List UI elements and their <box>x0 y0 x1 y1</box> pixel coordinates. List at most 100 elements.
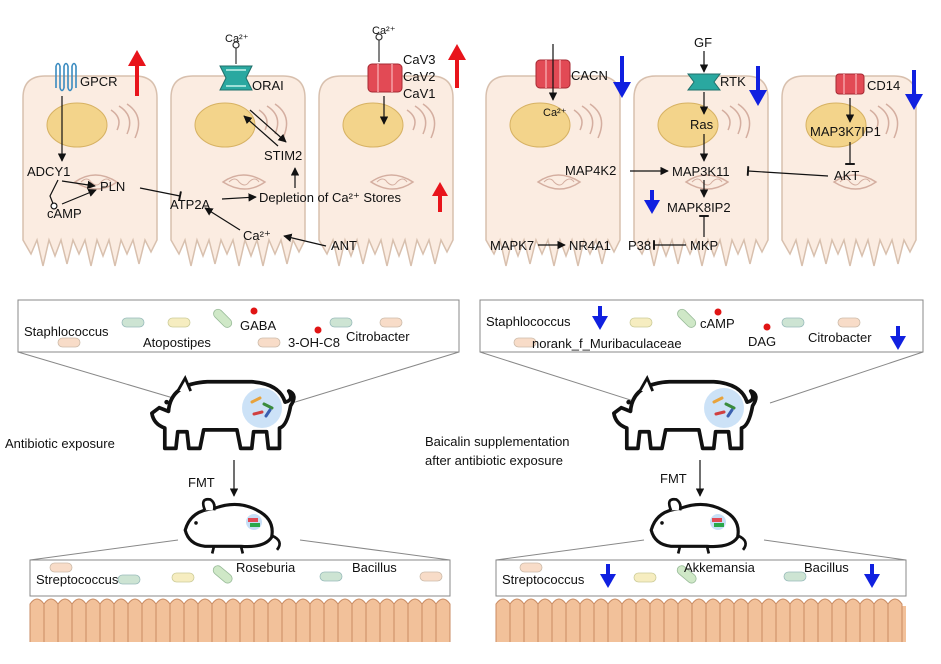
cav3-label: CaV3 <box>403 52 436 67</box>
villus <box>29 598 45 642</box>
gf-label: GF <box>694 35 712 50</box>
villus <box>859 598 875 642</box>
left-microbe-3: GABA <box>240 318 276 333</box>
gpcr-receptor-icon <box>55 62 77 92</box>
villus <box>733 598 749 642</box>
down-arrow-icon <box>890 336 906 350</box>
villus <box>113 598 129 642</box>
villus <box>803 598 819 642</box>
left-treatment: Antibiotic exposure <box>5 436 115 451</box>
villus <box>141 598 157 642</box>
nr4a1-label: NR4A1 <box>569 238 611 253</box>
villus <box>211 598 227 642</box>
villus <box>57 598 73 642</box>
left-microbe-2: Atopostipes <box>143 335 211 350</box>
camp-label: cAMP <box>47 206 82 221</box>
right-microbe-3: norank_f_Muribaculaceae <box>532 336 682 351</box>
cav1-label: CaV1 <box>403 86 436 101</box>
right-microbe-pills <box>513 308 861 348</box>
orai-channel-icon <box>219 65 253 91</box>
villus <box>593 598 609 642</box>
villus <box>607 598 623 642</box>
p38-label: P38 <box>628 238 651 253</box>
villus <box>691 598 707 642</box>
villus <box>71 598 87 642</box>
villus <box>197 598 213 642</box>
villus <box>705 598 721 642</box>
up-arrow-icon <box>448 44 466 60</box>
ca-cav-label: Ca²⁺ <box>372 25 396 37</box>
villus <box>379 598 395 642</box>
left-microbe-4: 3-OH-C8 <box>288 335 340 350</box>
rtk-label: RTK <box>720 74 746 89</box>
map4k2-label: MAP4K2 <box>565 163 616 178</box>
villus <box>873 598 889 642</box>
left-microbe-5: Citrobacter <box>346 329 410 344</box>
left-gut-1: Streptococcus <box>36 572 119 587</box>
down-arrow-icon <box>749 90 767 106</box>
right-treatment-line1: Baicalin supplementation <box>425 434 570 449</box>
up-arrow-icon <box>128 50 146 66</box>
villus <box>775 598 791 642</box>
villus <box>323 598 339 642</box>
villus <box>85 598 101 642</box>
villus <box>183 598 199 642</box>
villus <box>421 598 437 642</box>
villus <box>663 598 679 642</box>
rtk-receptor-icon <box>687 73 721 91</box>
villus <box>253 598 269 642</box>
villus <box>435 598 451 642</box>
gpcr-label: GPCR <box>80 74 118 89</box>
right-microbe-4: DAG <box>748 334 776 349</box>
villus <box>337 598 353 642</box>
villus <box>635 598 651 642</box>
left-gut-3: Bacillus <box>352 560 397 575</box>
villus <box>523 598 539 642</box>
map3k11-label: MAP3K11 <box>672 164 730 179</box>
villus <box>127 598 143 642</box>
down-arrow-icon <box>644 200 660 214</box>
left-microbe-1: Staphlococcus <box>24 324 109 339</box>
villus <box>295 598 311 642</box>
left-gut-microbe-box <box>29 559 451 597</box>
down-arrow-icon <box>592 316 608 330</box>
adcy1-label: ADCY1 <box>27 164 70 179</box>
villus <box>225 598 241 642</box>
left-microbe-pills <box>57 307 403 348</box>
left-pathway-edges <box>49 96 327 247</box>
left-fmt: FMT <box>188 475 215 490</box>
villus <box>99 598 115 642</box>
ca-cacn-label: Ca²⁺ <box>543 107 567 119</box>
mkp-label: MKP <box>690 238 718 253</box>
depletion-label: Depletion of Ca²⁺ Stores <box>259 190 401 205</box>
villus <box>789 598 805 642</box>
cd14-label: CD14 <box>867 78 900 93</box>
right-gut-3: Bacillus <box>804 560 849 575</box>
down-arrow-icon <box>905 94 923 110</box>
mapk7-label: MAPK7 <box>490 238 534 253</box>
akt-label: AKT <box>834 168 859 183</box>
villus <box>267 598 283 642</box>
villus <box>761 598 777 642</box>
villus <box>649 598 665 642</box>
villus <box>719 598 735 642</box>
villus <box>239 598 255 642</box>
right-treatment-line2: after antibiotic exposure <box>425 453 563 468</box>
right-gut-1: Streptococcus <box>502 572 585 587</box>
left-gut-2: Roseburia <box>236 560 296 575</box>
stim2-label: STIM2 <box>264 148 302 163</box>
villus <box>281 598 297 642</box>
mapk8ip2-label: MAPK8IP2 <box>667 200 731 215</box>
ant-label: ANT <box>331 238 357 253</box>
orai-label: ORAI <box>252 78 284 93</box>
right-microbe-5: Citrobacter <box>808 330 872 345</box>
villus <box>831 598 847 642</box>
villus <box>169 598 185 642</box>
ras-label: Ras <box>690 117 714 132</box>
villus <box>677 598 693 642</box>
right-panel: CACN Ca²⁺ GF RTK CD14 Ras MAP3K7IP1 MAP4… <box>425 35 924 642</box>
villus <box>365 598 381 642</box>
villus <box>509 598 525 642</box>
villus <box>537 598 553 642</box>
